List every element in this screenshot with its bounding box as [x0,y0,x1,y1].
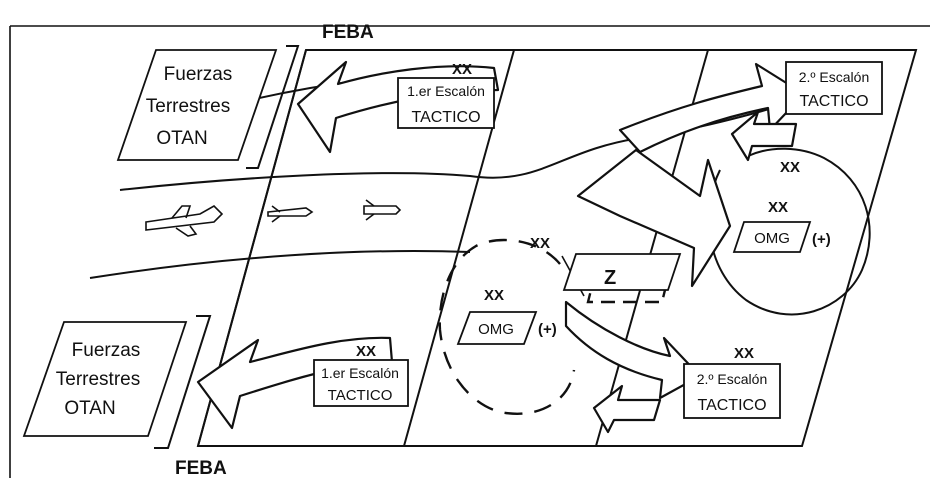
nato-bottom-line1: Fuerzas [72,340,141,361]
first-echelon-bottom-box [313,359,409,407]
omg-right-symbol: XX [768,199,788,216]
advance-arrow-lower [564,300,702,400]
first-echelon-top-line1: 1.er Escalón [407,83,485,99]
second-echelon-bottom-line2: TACTICO [697,397,766,414]
bracket-top [246,45,300,169]
right-ring-symbol: XX [780,159,800,176]
omg-right-box [732,221,812,253]
advance-arrow-middle [576,148,732,288]
z-marker-label: Z [604,267,616,289]
feba-label-top: FEBA [322,22,374,43]
corridor-line-bottom [89,250,471,279]
z-parallelogram [562,253,682,291]
nato-forces-box-top [116,49,278,161]
separator-line-1 [403,49,515,447]
nato-forces-box-bottom [22,321,188,437]
feba-label-bottom: FEBA [175,458,227,479]
second-echelon-top-line1: 2.º Escalón [799,69,870,85]
second-echelon-bottom-symbol: XX [734,345,754,362]
first-echelon-top-line2: TACTICO [411,109,480,126]
first-echelon-bottom-line1: 1.er Escalón [321,365,399,381]
second-echelon-top-box [785,61,883,115]
aircraft-icon [145,205,224,237]
second-echelon-bottom-line1: 2.º Escalón [697,371,768,387]
nato-bottom-line3: OTAN [64,398,115,419]
omg-right-label: OMG [754,230,790,247]
omg-center-modifier: (+) [538,321,557,338]
missile-icon [267,205,314,223]
omg-right-modifier: (+) [812,231,831,248]
corridor-line-top [119,87,841,191]
second-echelon-top-line2: TACTICO [799,93,868,110]
missile-icon-2 [363,199,402,221]
nato-bottom-line2: Terrestres [56,369,140,390]
omg-center-symbol: XX [484,287,504,304]
nato-top-line3: OTAN [156,128,207,149]
omg-center-box [456,311,538,345]
counter-arrow-right [730,110,798,162]
bracket-bottom [154,315,212,449]
first-echelon-top-box [397,77,495,129]
dashed-ring-symbol: XX [530,235,550,252]
first-echelon-bottom-line2: TACTICO [328,387,393,404]
page-frame [9,25,930,478]
nato-top-line1: Fuerzas [164,64,233,85]
second-echelon-bottom-box [683,363,781,419]
omg-center-label: OMG [478,321,514,338]
first-echelon-top-symbol: XX [452,61,472,78]
omg-center-dashed-ring [438,238,576,415]
nato-top-line2: Terrestres [146,96,230,117]
counter-arrow-bottom [592,384,662,434]
first-echelon-bottom-symbol: XX [356,343,376,360]
omg-right-ring [707,147,871,316]
